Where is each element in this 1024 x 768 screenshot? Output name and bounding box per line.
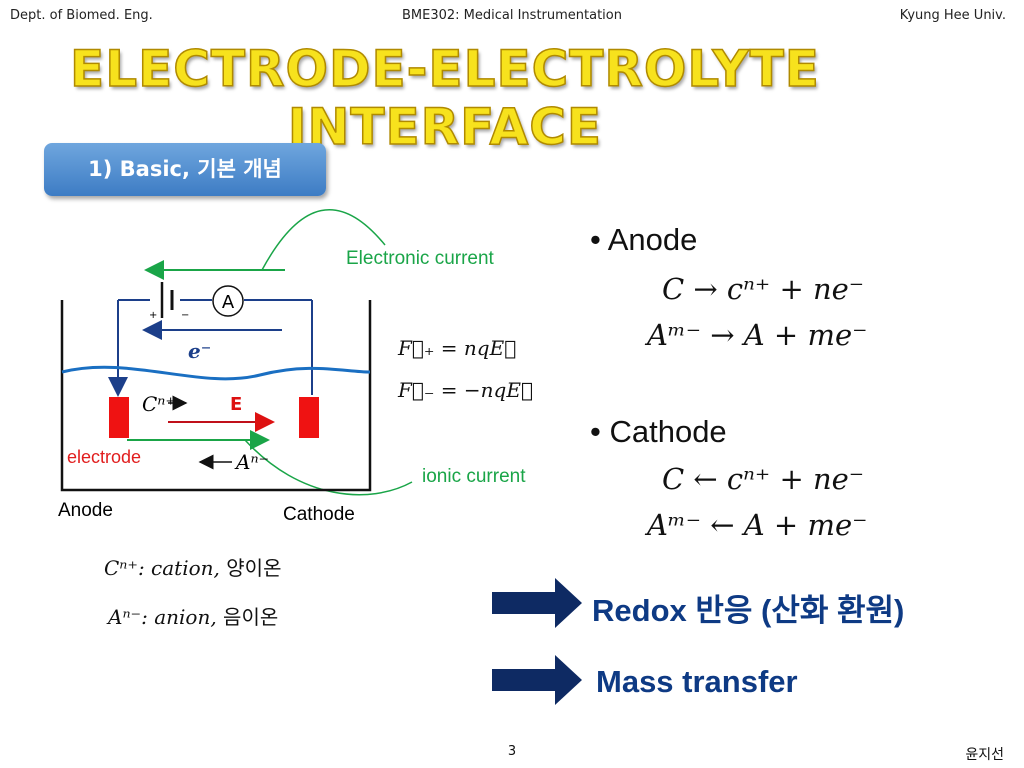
page-number: 3: [507, 744, 517, 759]
anode-equation-1: C → cⁿ⁺ + ne⁻: [662, 272, 865, 306]
electronic-current-callout: [261, 208, 386, 271]
header-university: Kyung Hee Univ.: [899, 8, 1006, 23]
field-label: E: [230, 394, 242, 415]
force-minus-equation: F⃗₋ = −nqE⃗: [398, 378, 533, 402]
container: [60, 300, 372, 492]
cathode-bullet: • Cathode: [590, 414, 727, 449]
header-course: BME302: Medical Instrumentation: [401, 8, 622, 23]
redox-arrow-icon: [492, 578, 582, 628]
cathode-label: Cathode: [283, 504, 355, 525]
cation-legend: Cⁿ⁺: cation, 양이온: [104, 556, 282, 580]
anode-equation-2: Aᵐ⁻ → A + me⁻: [647, 318, 868, 352]
redox-text: Redox 반응 (산화 환원): [592, 593, 905, 628]
slide-title: ELECTRODE-ELECTROLYTE INTERFACE: [69, 39, 820, 157]
cathode-electrode: [299, 397, 319, 438]
anode-bullet: • Anode: [590, 222, 698, 257]
anode-label: Anode: [58, 500, 113, 521]
anode-electrode: [109, 397, 129, 438]
mass-transfer-arrow-icon: [492, 655, 582, 705]
ionic-current-callout: [244, 439, 413, 496]
electrolyte-surface: [61, 365, 371, 381]
section-badge: 1) Basic, 기본 개념: [44, 143, 326, 196]
svg-text:+: +: [149, 310, 157, 321]
electronic-current-label: Electronic current: [346, 248, 495, 269]
svg-text:A: A: [222, 292, 235, 313]
svg-text:−: −: [181, 310, 189, 321]
author-name: 윤지선: [965, 747, 1004, 763]
cathode-equation-1: C ← cⁿ⁺ + ne⁻: [662, 462, 865, 496]
electrode-label: electrode: [67, 447, 141, 467]
mass-transfer-text: Mass transfer: [596, 664, 798, 699]
cation-label: Cⁿ⁺: [142, 392, 176, 416]
ammeter-icon: [212, 285, 244, 317]
anion-label: Aⁿ⁻: [234, 450, 269, 474]
force-plus-equation: F⃗₊ = nqE⃗: [398, 336, 517, 360]
electron-label: e⁻: [188, 339, 211, 363]
anion-legend: Aⁿ⁻: anion, 음이온: [108, 605, 279, 629]
header-dept: Dept. of Biomed. Eng.: [10, 8, 153, 23]
ionic-current-label: ionic current: [422, 466, 526, 487]
cathode-equation-2: Aᵐ⁻ ← A + me⁻: [647, 508, 868, 542]
